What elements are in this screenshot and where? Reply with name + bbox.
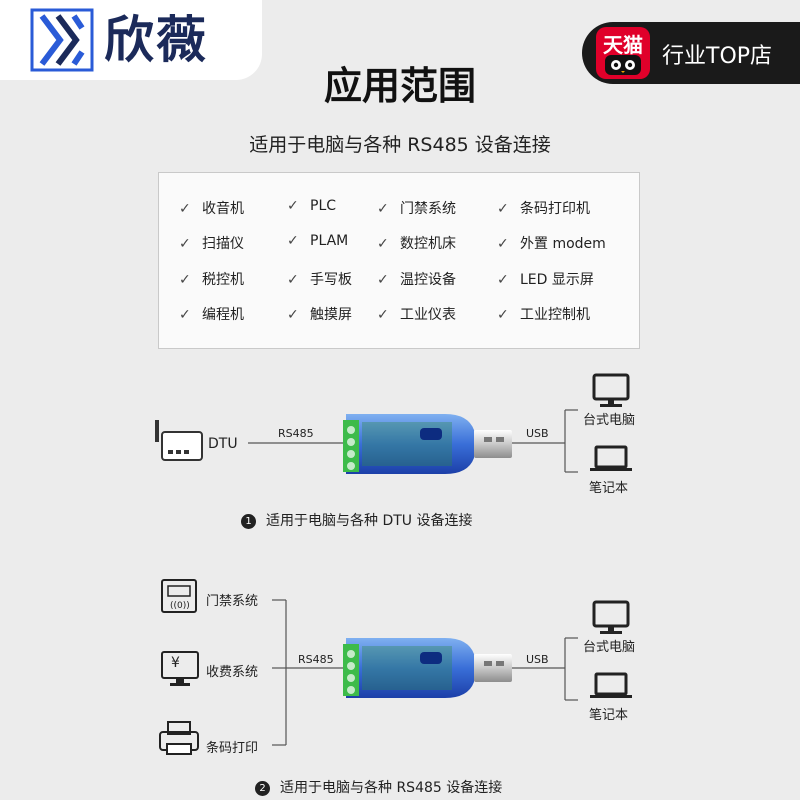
rs485-label: RS485 xyxy=(278,427,314,440)
usb-converter-icon xyxy=(343,638,512,698)
check-icon: ✓ xyxy=(377,201,389,217)
laptop-icon xyxy=(590,672,632,698)
app-item: ✓外置 modem xyxy=(497,236,606,252)
app-item: ✓税控机 xyxy=(179,272,244,288)
app-item: ✓条码打印机 xyxy=(497,201,590,217)
usb-label: USB xyxy=(526,653,549,666)
brand-logo-area[interactable]: 欣薇 xyxy=(0,0,262,80)
usb-converter-icon xyxy=(343,414,512,474)
check-icon: ✓ xyxy=(497,307,509,323)
app-item: ✓工业控制机 xyxy=(497,307,590,323)
dtu-label: DTU xyxy=(208,436,238,452)
laptop-label: 笔记本 xyxy=(589,481,629,496)
device-label-printer: 条码打印 xyxy=(206,741,259,756)
access-control-icon: ((0)) xyxy=(161,579,197,613)
section-subtitle: 适用于电脑与各种 RS485 设备连接 xyxy=(249,134,551,156)
top-bar: 欣薇 天猫 行业TOP店 xyxy=(0,0,800,88)
app-item: ✓温控设备 xyxy=(377,272,456,288)
app-item: ✓LED 显示屏 xyxy=(497,272,594,288)
application-list: ✓收音机 ✓PLC ✓门禁系统 ✓条码打印机 ✓扫描仪 ✓PLAM ✓数控机床 … xyxy=(158,172,640,349)
app-item: ✓PLAM xyxy=(287,233,349,249)
desktop-label: 台式电脑 xyxy=(583,413,636,428)
cat-face-icon xyxy=(605,55,641,75)
cash-register-icon xyxy=(161,651,199,686)
rs485-label: RS485 xyxy=(298,653,334,666)
brand-logo-icon xyxy=(30,8,94,72)
app-item: ✓PLC xyxy=(287,198,337,214)
usb-label: USB xyxy=(526,427,549,440)
tmall-cat-icon: 天猫 xyxy=(596,27,650,79)
app-item: ✓手写板 xyxy=(287,272,352,288)
app-item: ✓收音机 xyxy=(179,201,244,217)
app-item: ✓编程机 xyxy=(179,307,244,323)
printer-icon xyxy=(159,721,199,755)
check-icon: ✓ xyxy=(179,201,191,217)
check-icon: ✓ xyxy=(497,236,509,252)
app-item: ✓门禁系统 xyxy=(377,201,456,217)
laptop-label: 笔记本 xyxy=(589,708,629,723)
check-icon: ✓ xyxy=(497,201,509,217)
store-badge[interactable]: 天猫 行业TOP店 xyxy=(582,22,800,84)
check-icon: ✓ xyxy=(497,272,509,288)
check-icon: ✓ xyxy=(287,307,299,323)
app-item: ✓触摸屏 xyxy=(287,307,352,323)
step-number-badge: 1 xyxy=(241,514,256,529)
app-item: ✓数控机床 xyxy=(377,236,456,252)
check-icon: ✓ xyxy=(377,307,389,323)
tmall-badge-text: 天猫 xyxy=(603,33,643,57)
check-icon: ✓ xyxy=(179,236,191,252)
dtu-device-icon xyxy=(155,420,203,461)
check-icon: ✓ xyxy=(377,236,389,252)
check-icon: ✓ xyxy=(179,272,191,288)
desktop-monitor-icon xyxy=(592,600,630,634)
store-label: 行业TOP店 xyxy=(662,44,773,69)
laptop-icon xyxy=(590,445,632,471)
check-icon: ✓ xyxy=(377,272,389,288)
desktop-label: 台式电脑 xyxy=(583,640,636,655)
check-icon: ✓ xyxy=(287,272,299,288)
section-title: 应用范围 xyxy=(323,64,476,108)
svg-text:((0)): ((0)) xyxy=(170,601,190,611)
desktop-monitor-icon xyxy=(592,373,630,407)
check-icon: ✓ xyxy=(287,233,299,249)
brand-name: 欣薇 xyxy=(104,11,208,69)
app-item: ✓扫描仪 xyxy=(179,236,244,252)
check-icon: ✓ xyxy=(287,198,299,214)
device-label-access: 门禁系统 xyxy=(206,594,259,609)
step-number-badge: 2 xyxy=(255,781,270,796)
app-item: ✓工业仪表 xyxy=(377,307,456,323)
yen-icon: ¥ xyxy=(171,655,180,671)
device-label-toll: 收费系统 xyxy=(206,665,259,680)
check-icon: ✓ xyxy=(179,307,191,323)
